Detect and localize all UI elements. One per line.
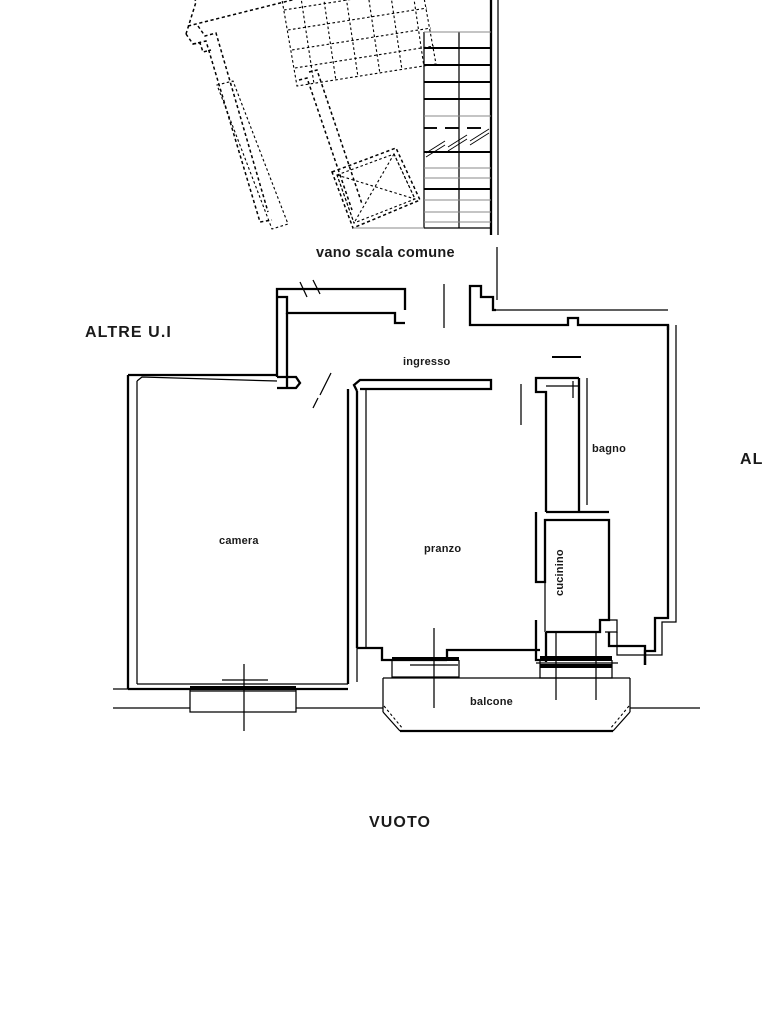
- stair-break-line-icon: [424, 127, 490, 158]
- door-swing-icon: [299, 281, 308, 298]
- label-balcone: balcone: [470, 696, 513, 708]
- label-ingresso: ingresso: [403, 356, 451, 368]
- stair-tread: [291, 27, 432, 51]
- door-swing-icon: [312, 397, 319, 409]
- door-swing-icon: [312, 279, 321, 295]
- stairwell-void-x-icon: [331, 147, 422, 229]
- label-cucinino: cucinino: [554, 549, 566, 596]
- apartment-walls: [113, 279, 700, 733]
- rotated-wall-notch: [192, 42, 212, 53]
- stair-riser: [345, 0, 359, 78]
- label-altre-ui-left: ALTRE U.I: [85, 324, 172, 341]
- bagno-wall-left-stub: [534, 376, 579, 512]
- stair-break-arrow: [469, 128, 490, 142]
- rotated-wall-strip: [216, 80, 289, 230]
- pranzo-wall-top: [352, 378, 493, 392]
- window-sill-icon: [540, 656, 612, 661]
- label-bagno: bagno: [592, 443, 626, 455]
- stair-break-arrow: [425, 144, 446, 158]
- door-ledge: [391, 660, 460, 678]
- pranzo-wall-bottom-right: [445, 648, 540, 660]
- window-ledge: [189, 689, 297, 713]
- stair-break-arrow: [425, 140, 446, 154]
- stairwell-diagonal-wall-inner: [308, 69, 363, 205]
- balcone-chamfer-left: [382, 711, 401, 732]
- balcone-outline-icon: [382, 677, 631, 733]
- ingresso-wall-upper-left: [275, 287, 407, 310]
- stair-flight-vertical: [353, 0, 499, 235]
- label-vuoto: VUOTO: [369, 814, 431, 831]
- cucinino-wall-outline: [534, 512, 611, 634]
- bagno-exterior-lower-wall-inner: [616, 632, 650, 656]
- camera-wall-top-inner: [136, 376, 278, 382]
- void-cross-b: [353, 153, 395, 224]
- axis-crosshair-icon: [222, 628, 618, 731]
- camera-window: [189, 686, 297, 713]
- door-swing-icon: [319, 372, 332, 396]
- stair-break-arrow: [447, 138, 468, 152]
- exterior-wall-top-run: [468, 297, 670, 330]
- stairwell-diagonal-wall: [298, 77, 353, 211]
- exterior-wall-right-inner: [650, 325, 677, 656]
- rotated-outer-wall-left: [185, 33, 273, 223]
- stair-riser: [323, 0, 337, 82]
- void-cross-d: [393, 153, 416, 200]
- exterior-wall-top-right: [468, 284, 496, 312]
- rotated-inner-wall-left: [197, 25, 269, 213]
- stair-riser: [391, 0, 403, 71]
- window-sill-icon: [392, 657, 459, 661]
- stair-flight-rotated: [281, 0, 437, 87]
- rotated-outer-wall-top: [187, 0, 296, 27]
- stair-tread: [287, 7, 428, 31]
- pranzo-balcony-door: [391, 657, 460, 678]
- stair-riser: [368, 0, 381, 75]
- stair-break-arrow: [469, 132, 490, 146]
- label-vano-scala-comune: vano scala comune: [316, 245, 455, 261]
- void-cross-c: [336, 174, 355, 224]
- ingresso-wall-upper-left-inner: [277, 295, 405, 325]
- stair-flight-outline: [281, 0, 437, 87]
- stairwell-block: [185, 0, 499, 300]
- label-pranzo: pranzo: [424, 543, 461, 555]
- void-cross-a: [336, 174, 416, 200]
- window-sill-icon: [540, 664, 612, 668]
- label-altre-ui-right: AL: [740, 451, 764, 468]
- stair-tread: [294, 45, 435, 69]
- stair-riser: [413, 0, 425, 68]
- cucinino-wall-bottom-inner: [605, 619, 618, 633]
- label-camera: camera: [219, 535, 259, 547]
- stair-break-arrow: [447, 134, 468, 148]
- stair-riser: [300, 0, 315, 85]
- ingresso-wall-left-jamb: [277, 375, 302, 390]
- balcone-chamfer-right: [612, 711, 631, 732]
- window-sill-icon: [190, 686, 296, 690]
